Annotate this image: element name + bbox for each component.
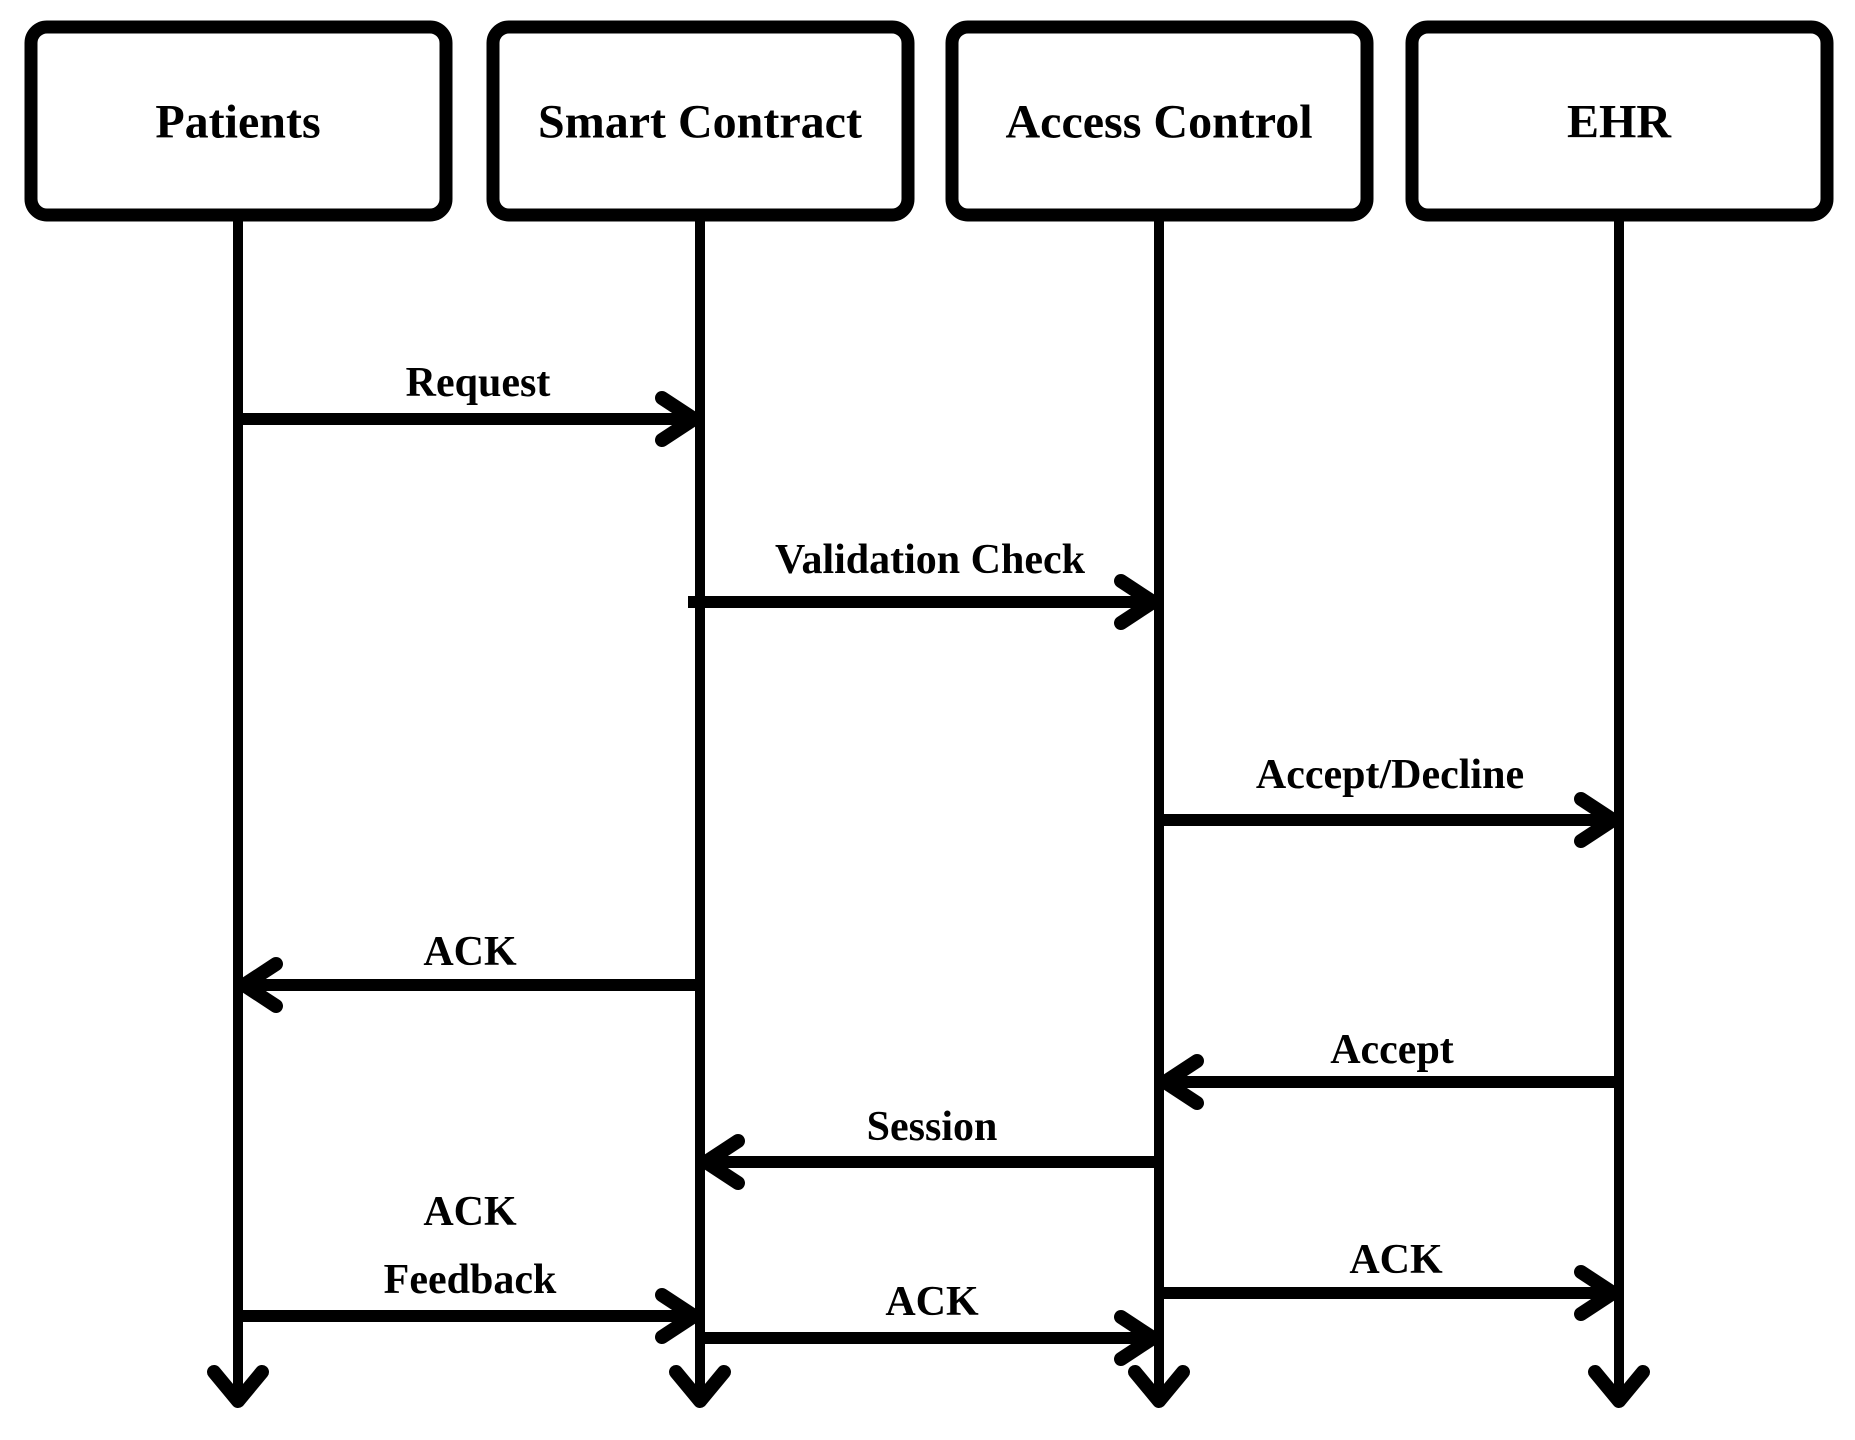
- message-accept-arrowhead: [1158, 1054, 1204, 1110]
- lifeline-smart-contract-end-arrowhead: [669, 1365, 731, 1408]
- message-ack-to-patients-label: ACK: [423, 929, 517, 975]
- actor-label-ehr: EHR: [1567, 96, 1672, 149]
- lifeline-smart-contract: [669, 215, 731, 1408]
- message-accept-decline-label: Accept/Decline: [1256, 752, 1524, 798]
- message-request-arrowhead: [655, 391, 701, 447]
- actor-access-control: Access Control: [945, 20, 1374, 222]
- actor-label-smart-contract: Smart Contract: [538, 96, 862, 149]
- message-ack-feedback-label-line1: ACK: [423, 1189, 517, 1235]
- message-session-arrowhead: [699, 1134, 745, 1190]
- actor-ehr: EHR: [1405, 20, 1834, 222]
- lifeline-ehr: [1588, 215, 1650, 1408]
- message-ack-to-patients: ACK: [237, 929, 700, 1013]
- message-ack-to-ehr-arrowhead: [1574, 1265, 1620, 1321]
- actor-patients: Patients: [24, 20, 453, 222]
- message-ack-to-access-control-label: ACK: [885, 1279, 979, 1325]
- message-request-label: Request: [406, 360, 551, 406]
- message-ack-feedback-arrowhead: [655, 1288, 701, 1344]
- lifeline-patients: [207, 215, 269, 1408]
- actor-label-access-control: Access Control: [1005, 96, 1312, 149]
- actor-label-patients: Patients: [155, 96, 320, 149]
- message-ack-to-access-control-arrowhead: [1114, 1310, 1160, 1366]
- message-ack-feedback: ACK Feedback: [238, 1189, 701, 1344]
- message-ack-to-patients-arrowhead: [237, 957, 283, 1013]
- message-ack-to-ehr: ACK: [1159, 1237, 1620, 1321]
- message-accept-decline: Accept/Decline: [1159, 752, 1620, 848]
- message-accept-label: Accept: [1330, 1027, 1454, 1073]
- message-session: Session: [699, 1104, 1159, 1190]
- message-accept-decline-arrowhead: [1574, 792, 1620, 848]
- lifeline-access-control: [1128, 215, 1190, 1408]
- message-validation-check-arrowhead: [1114, 574, 1160, 630]
- message-accept: Accept: [1158, 1027, 1619, 1110]
- message-validation-check-label: Validation Check: [775, 537, 1086, 583]
- lifeline-patients-end-arrowhead: [207, 1365, 269, 1408]
- lifeline-ehr-end-arrowhead: [1588, 1365, 1650, 1408]
- message-request: Request: [238, 360, 701, 447]
- actor-smart-contract: Smart Contract: [486, 20, 915, 222]
- message-ack-to-access-control: ACK: [700, 1279, 1160, 1366]
- lifeline-access-control-end-arrowhead: [1128, 1365, 1190, 1408]
- message-session-label: Session: [867, 1104, 998, 1150]
- message-validation-check: Validation Check: [688, 537, 1160, 630]
- message-ack-feedback-label-line2: Feedback: [384, 1257, 557, 1303]
- message-ack-to-ehr-label: ACK: [1349, 1237, 1443, 1283]
